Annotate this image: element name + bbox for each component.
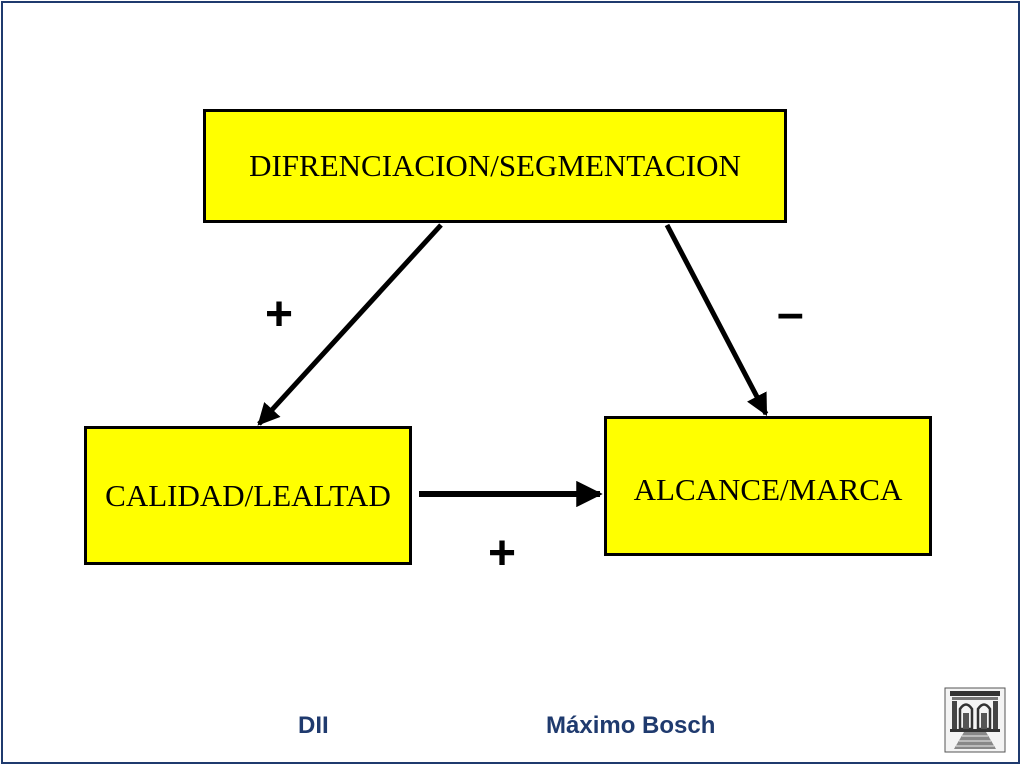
node-label: DIFRENCIACION/SEGMENTACION: [249, 148, 741, 183]
sign-top-to-left: +: [265, 288, 294, 341]
node-calidad-lealtad: CALIDAD/LEALTAD: [84, 426, 412, 565]
node-diferenciacion-segmentacion: DIFRENCIACION/SEGMENTACION: [203, 109, 787, 223]
node-label: CALIDAD/LEALTAD: [105, 477, 391, 513]
node-alcance-marca: ALCANCE/MARCA: [604, 416, 932, 556]
node-label: ALCANCE/MARCA: [633, 472, 903, 507]
university-building-icon: [944, 687, 1006, 753]
sign-left-to-right: +: [488, 527, 517, 580]
arrow-top-to-left: [257, 223, 443, 426]
footer-department: DII: [298, 712, 329, 739]
arrow-top-to-right: [664, 223, 769, 416]
sign-top-to-right: –: [777, 287, 804, 340]
footer-author: Máximo Bosch: [546, 712, 716, 739]
